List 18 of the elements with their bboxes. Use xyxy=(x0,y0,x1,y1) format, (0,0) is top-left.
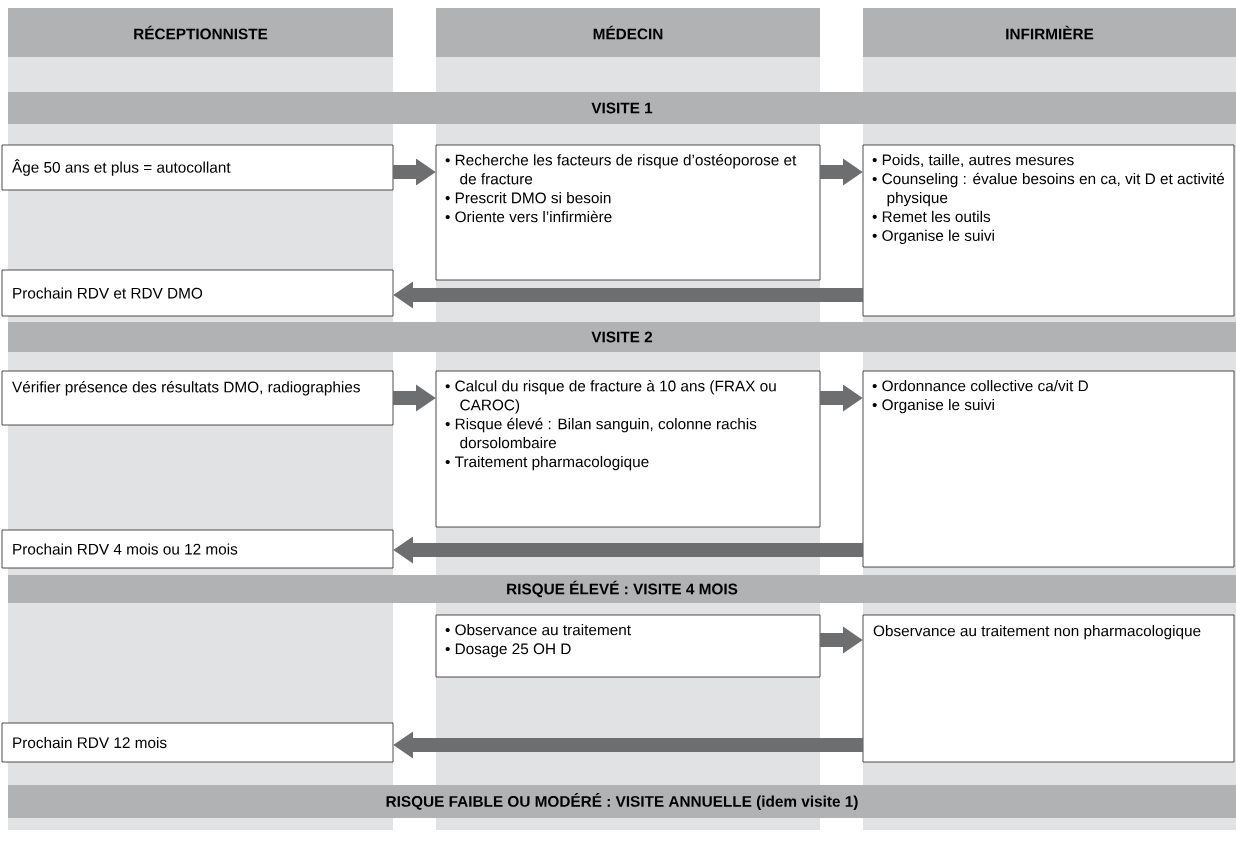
process-box: • Calcul du risque de fracture à 10 ans (FRAX ou CAROC) • Risque élevé : Bilan sanguin, colonne rachis dorsolombaire • Traitement pharmacologique xyxy=(435,370,821,528)
process-box: Observance au traitement non pharmacologique xyxy=(862,614,1235,763)
process-box: • Poids, taille, autres mesures • Counseling : évalue besoins en ca, vit D et activité physique • Remet les outils • Organise le suivi xyxy=(862,144,1235,317)
section-band: VISITE 1 xyxy=(8,92,1236,124)
process-box: Prochain RDV 12 mois xyxy=(1,722,394,763)
process-box: Prochain RDV et RDV DMO xyxy=(1,269,394,317)
process-box: Prochain RDV 4 mois ou 12 mois xyxy=(1,529,394,569)
column-header: INFIRMIÈRE xyxy=(863,8,1236,57)
column-header: RÉCEPTIONNISTE xyxy=(8,8,393,57)
section-band: RISQUE ÉLEVÉ : VISITE 4 MOIS xyxy=(8,575,1236,603)
process-box: Vérifier présence des résultats DMO, radiographies xyxy=(1,370,394,426)
process-box: • Recherche les facteurs de risque d’ostéoporose et de fracture • Prescrit DMO si besoin • Oriente vers l’infirmière xyxy=(435,144,821,281)
section-band: VISITE 2 xyxy=(8,322,1236,352)
column-header: MÉDECIN xyxy=(436,8,820,57)
process-box: Âge 50 ans et plus = autocollant xyxy=(1,144,394,191)
process-box: • Observance au traitement • Dosage 25 OH D xyxy=(435,614,821,678)
section-band: RISQUE FAIBLE OU MODÉRÉ : VISITE ANNUELLE (idem visite 1) xyxy=(8,785,1236,818)
process-box: • Ordonnance collective ca/vit D • Organise le suivi xyxy=(862,370,1235,568)
